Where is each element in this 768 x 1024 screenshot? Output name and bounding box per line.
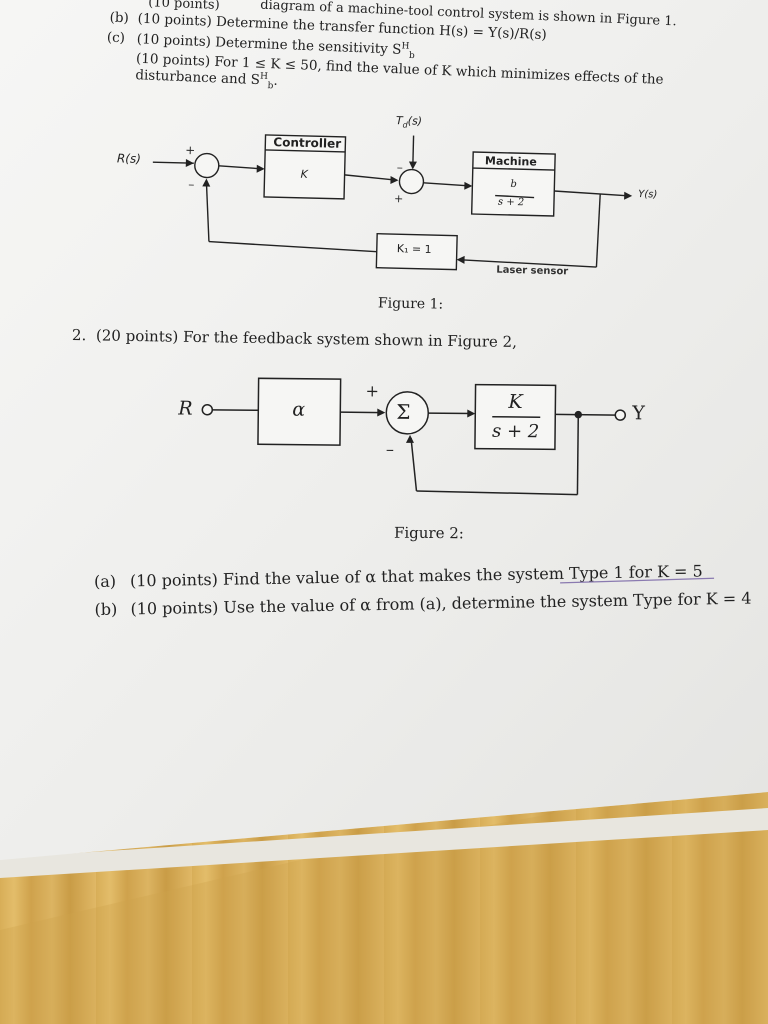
- question-b-label: (b): [94, 599, 118, 620]
- fig2-alpha-block: [257, 377, 342, 446]
- fig2-output-terminal: [614, 409, 627, 421]
- fig1-feedback-gain-box: [375, 232, 458, 271]
- figure2-block-diagram: R α Σ + – K s + 2 Y: [178, 377, 645, 496]
- fig1-summing-junction-2: [398, 168, 425, 195]
- figure1-block-diagram: R(s) + – Controller K Td(s) – + Machine …: [0, 0, 768, 329]
- question-a-underline: [560, 577, 715, 584]
- fig1-output-wire: [554, 190, 629, 197]
